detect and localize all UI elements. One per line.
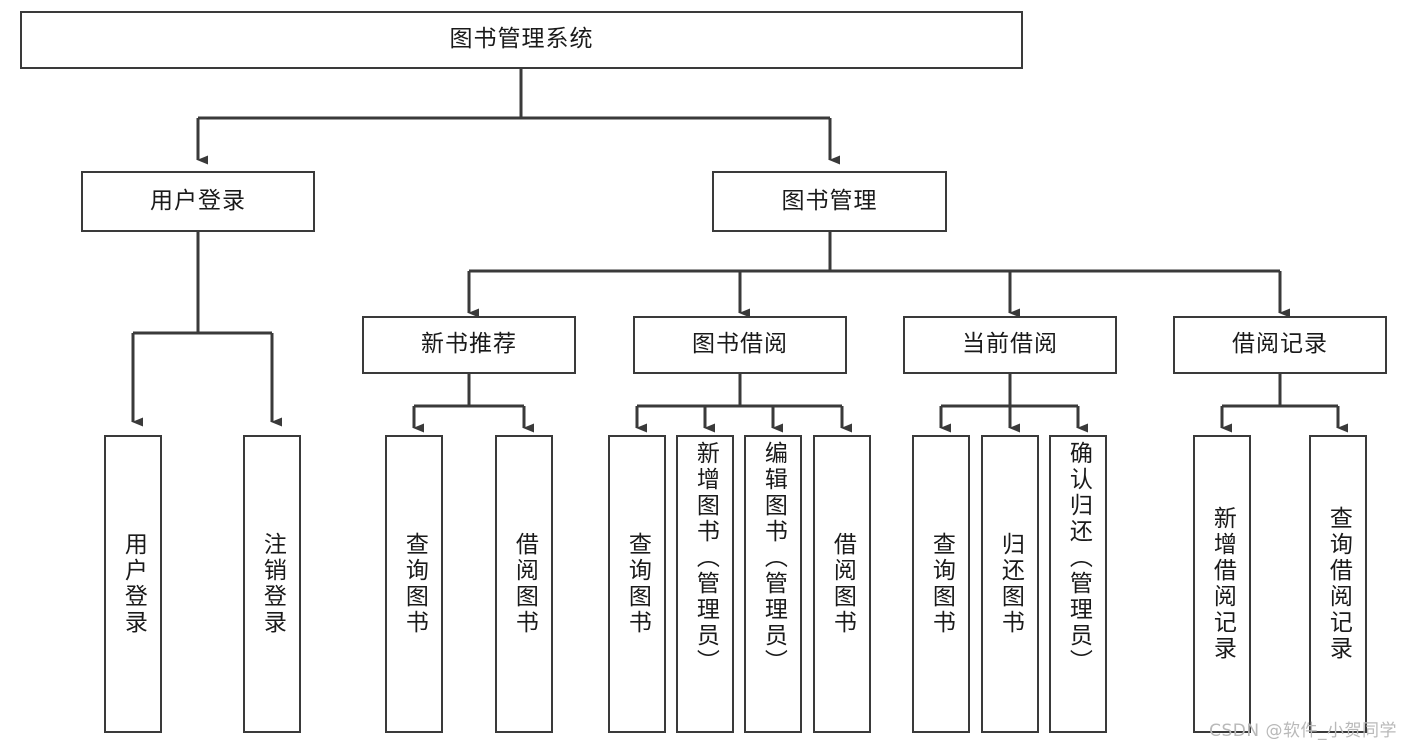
leaf-user-login[interactable]: 用户登录 (104, 435, 162, 733)
node-label: 用户登录 (120, 532, 147, 636)
node-label: 用户登录 (150, 187, 246, 214)
node-label: 借阅图书 (511, 532, 538, 636)
node-label: 注销登录 (259, 532, 286, 636)
node-label: 借阅记录 (1232, 331, 1328, 358)
node-label: 新书推荐 (421, 331, 517, 358)
node-label: 编辑图书（管理员） (760, 441, 787, 675)
leaf-edit-book-admin[interactable]: 编辑图书（管理员） (744, 435, 802, 733)
node-book-management[interactable]: 图书管理 (712, 171, 947, 232)
node-label: 图书借阅 (692, 331, 788, 358)
node-label: 新增图书（管理员） (692, 441, 719, 675)
leaf-confirm-return-admin[interactable]: 确认归还（管理员） (1049, 435, 1107, 733)
leaf-borrow-book-recommend[interactable]: 借阅图书 (495, 435, 553, 733)
leaf-query-book-recommend[interactable]: 查询图书 (385, 435, 443, 733)
leaf-add-borrow-record[interactable]: 新增借阅记录 (1193, 435, 1251, 733)
leaf-return-book[interactable]: 归还图书 (981, 435, 1039, 733)
node-user-login[interactable]: 用户登录 (81, 171, 315, 232)
leaf-borrow-book[interactable]: 借阅图书 (813, 435, 871, 733)
node-new-book-recommend[interactable]: 新书推荐 (362, 316, 576, 374)
leaf-query-book-borrow[interactable]: 查询图书 (608, 435, 666, 733)
leaf-query-book-current[interactable]: 查询图书 (912, 435, 970, 733)
node-book-borrow[interactable]: 图书借阅 (633, 316, 847, 374)
node-root-system[interactable]: 图书管理系统 (20, 11, 1023, 69)
node-label: 归还图书 (997, 532, 1024, 636)
node-label: 图书管理 (781, 187, 878, 214)
node-label: 查询图书 (624, 532, 651, 636)
node-label: 当前借阅 (962, 331, 1058, 358)
leaf-query-borrow-record[interactable]: 查询借阅记录 (1309, 435, 1367, 733)
node-label: 确认归还（管理员） (1065, 441, 1092, 675)
node-borrow-record[interactable]: 借阅记录 (1173, 316, 1387, 374)
node-current-borrow[interactable]: 当前借阅 (903, 316, 1117, 374)
node-label: 新增借阅记录 (1209, 506, 1236, 662)
node-label: 查询图书 (401, 532, 428, 636)
leaf-add-book-admin[interactable]: 新增图书（管理员） (676, 435, 734, 733)
node-label: 图书管理系统 (449, 26, 594, 53)
csdn-watermark: CSDN @软件_小贺同学 (1209, 721, 1397, 741)
node-label: 查询图书 (928, 532, 955, 636)
node-label: 查询借阅记录 (1325, 506, 1352, 662)
leaf-logout-login[interactable]: 注销登录 (243, 435, 301, 733)
node-label: 借阅图书 (829, 532, 856, 636)
